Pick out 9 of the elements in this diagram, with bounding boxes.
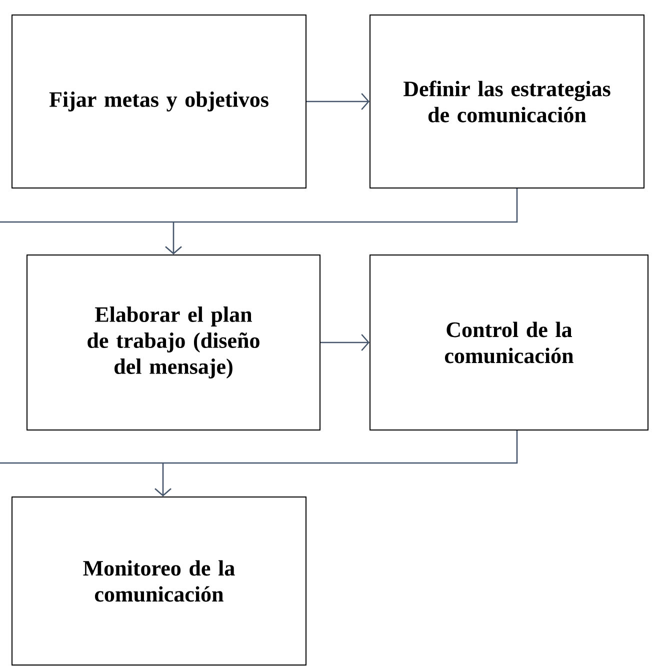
- arrow: [0, 188, 518, 254]
- process-box: Fijar metas y objetivos: [12, 14, 306, 188]
- process-box: Monitoreo de la comunicación: [12, 496, 306, 666]
- process-box: Control de la comunicación: [370, 254, 648, 430]
- arrow: [306, 93, 370, 110]
- process-box: Elaborar el plan de trabajo (diseño del mensaje): [26, 254, 320, 430]
- process-box: Definir las estrategias de comunicación: [370, 14, 644, 188]
- arrow: [0, 430, 518, 496]
- arrow: [320, 334, 370, 351]
